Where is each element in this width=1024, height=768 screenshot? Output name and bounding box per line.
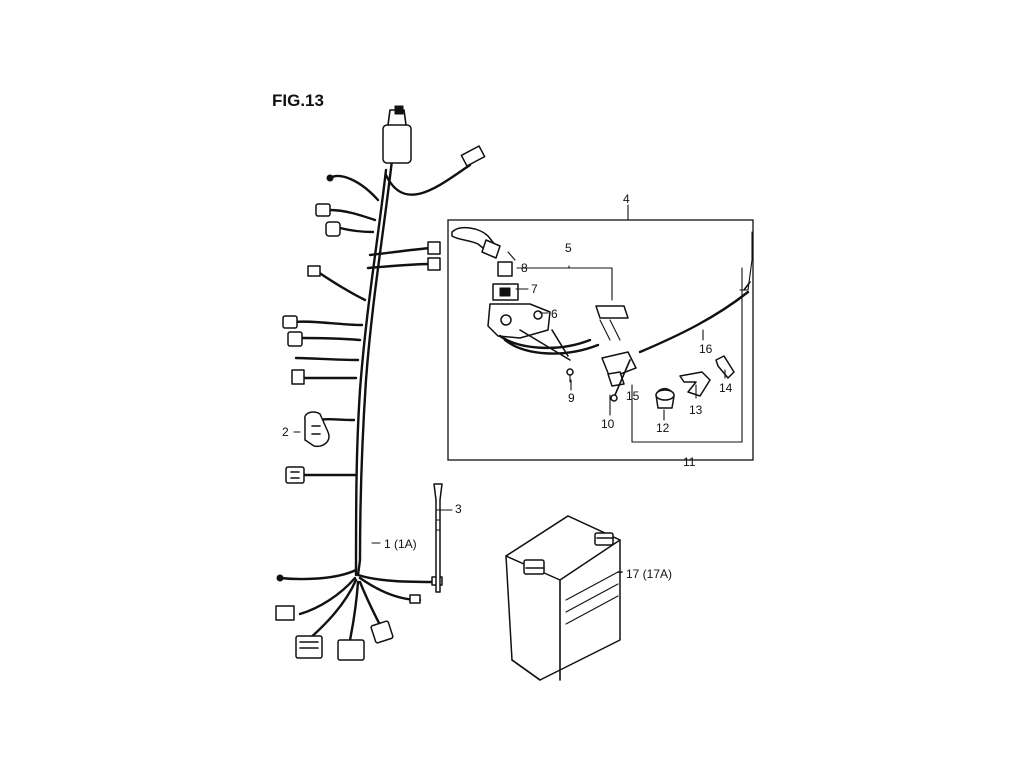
callout-9: 9 bbox=[568, 391, 575, 405]
callout-8: 8 bbox=[521, 261, 528, 275]
callout-2: 2 bbox=[282, 425, 289, 439]
callout-15: 15 bbox=[626, 389, 640, 403]
callout-11: 11 bbox=[683, 455, 696, 469]
callout-3: 3 bbox=[455, 502, 462, 516]
battery bbox=[505, 515, 623, 681]
callout-16: 16 bbox=[699, 342, 713, 356]
callout-4: 4 bbox=[623, 192, 630, 206]
wire-harness bbox=[275, 105, 486, 661]
callout-5: 5 bbox=[565, 241, 572, 255]
callout-17: 17 (17A) bbox=[626, 567, 672, 581]
callout-13: 13 bbox=[689, 403, 703, 417]
callout-7: 7 bbox=[531, 282, 538, 296]
callout-12: 12 bbox=[656, 421, 670, 435]
callout-1: 1 (1A) bbox=[384, 537, 417, 551]
callout-6: 6 bbox=[551, 307, 558, 321]
callout-10: 10 bbox=[601, 417, 615, 431]
tie-strap bbox=[433, 483, 443, 593]
callout-14: 14 bbox=[719, 381, 733, 395]
ignition-switch-assembly bbox=[451, 226, 751, 409]
callout-labels: 1 (1A) 2 3 4 5 6 7 8 9 10 11 12 13 14 15… bbox=[282, 192, 733, 581]
figure-title: FIG.13 bbox=[272, 91, 324, 110]
